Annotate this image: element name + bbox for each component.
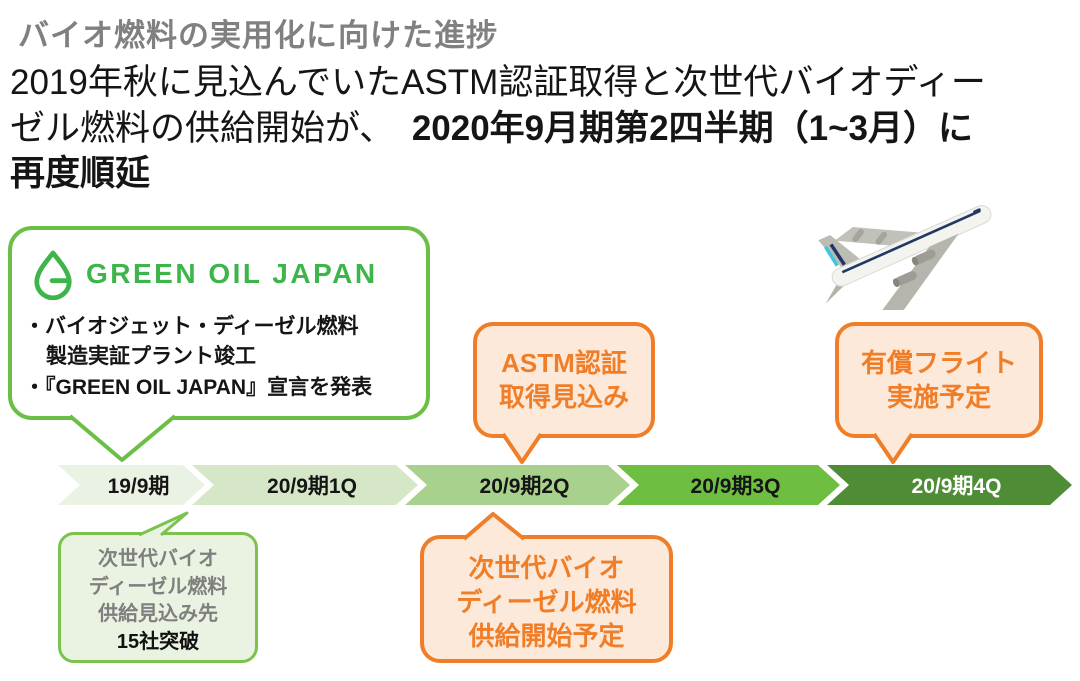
timeline-period-3: 20/9期3Q (617, 465, 840, 505)
callout-paid-flight-tail (872, 433, 914, 464)
callout-astm-line-2: 取得見込み (498, 382, 629, 413)
bullet-1-line-2: 製造実証プラント竣工 (46, 345, 256, 369)
airplane-illustration (818, 204, 992, 310)
callout-supply-forecast-line-2: ディーゼル燃料 (88, 575, 228, 598)
callout-paid-flight-line-2: 実施予定 (886, 382, 991, 413)
callout-astm-tail (501, 433, 543, 464)
bullet-2: ・『GREEN OIL JAPAN』宣言を発表 (24, 375, 373, 399)
logo-wordmark: GREEN OIL JAPAN (86, 258, 378, 289)
timeline-period-2: 20/9期2Q (405, 465, 630, 505)
callout-supply-start: 次世代バイオ ディーゼル燃料 供給開始予定 (420, 535, 673, 663)
green-oil-japan-logo: GREEN OIL JAPAN (32, 248, 426, 300)
green-box-bullets: ・バイオジェット・ディーゼル燃料 製造実証プラント竣工 ・『GREEN OIL … (24, 312, 426, 403)
callout-astm-line-1: ASTM認証 (501, 348, 627, 378)
intro-text: 2019年秋に見込んでいたASTM認証取得と次世代バイオディー ゼル燃料の供給開… (10, 60, 986, 197)
timeline-period-4: 20/9期4Q (827, 465, 1072, 505)
callout-supply-forecast-tail (138, 511, 189, 537)
intro-line-3: 再度順延 (10, 154, 151, 193)
timeline-period-1: 20/9期1Q (192, 465, 418, 505)
intro-line-2-normal: ゼル燃料の供給開始が、 (10, 108, 412, 148)
callout-supply-start-tail (462, 512, 526, 541)
callout-supply-start-line-3: 供給開始予定 (468, 620, 625, 651)
callout-astm: ASTM認証 取得見込み (473, 322, 655, 438)
intro-line-2: ゼル燃料の供給開始が、 2020年9月期第2四半期（1~3月）に (10, 106, 986, 152)
timeline-period-0: 19/9期 (58, 465, 205, 505)
callout-paid-flight: 有償フライト 実施予定 (835, 322, 1043, 438)
callout-supply-forecast-line-3: 供給見込み先 (98, 603, 218, 626)
intro-line-2-bold: 2020年9月期第2四半期（1~3月）に (411, 108, 973, 148)
callout-supply-start-line-2: ディーゼル燃料 (456, 586, 637, 617)
callout-supply-forecast-line-4: 15社突破 (116, 630, 200, 653)
green-oil-japan-box: GREEN OIL JAPAN ・バイオジェット・ディーゼル燃料 製造実証プラン… (8, 226, 430, 420)
bullet-1-line-1: ・バイオジェット・ディーゼル燃料 (24, 315, 359, 338)
callout-paid-flight-line-1: 有償フライト (860, 348, 1017, 378)
callout-supply-forecast-line-1: 次世代バイオ (98, 548, 218, 570)
page-title: バイオ燃料の実用化に向けた進捗 (18, 18, 498, 53)
intro-line-1: 2019年秋に見込んでいたASTM認証取得と次世代バイオディー (10, 63, 986, 102)
callout-supply-forecast: 次世代バイオ ディーゼル燃料 供給見込み先 15社突破 (58, 532, 258, 663)
droplet-logo-icon (34, 250, 72, 300)
green-box-tail (68, 414, 177, 462)
callout-supply-start-line-1: 次世代バイオ (468, 553, 625, 583)
